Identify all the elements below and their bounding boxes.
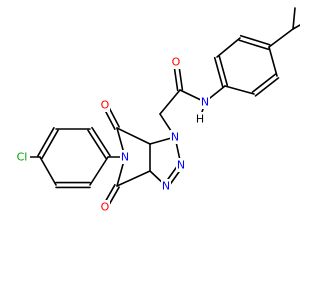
double-bond-a3-a4-a (87, 129, 107, 160)
bond-a6-a1 (39, 156, 57, 186)
atom-label-cl: Cl (17, 151, 28, 164)
atom-label-o_top: O (101, 99, 110, 112)
atom-label-o_bottom: O (101, 201, 110, 214)
atom-mask-n_triazole_2 (176, 158, 186, 172)
double-bond-b3-b4-a (238, 39, 270, 51)
bond-iprCH-me2 (292, 7, 296, 30)
atom-mask-o_amide (171, 55, 181, 69)
bond-b4-b5 (268, 46, 278, 77)
bond-c6-c6a (116, 170, 151, 187)
atom-mask-n_triazole_3 (161, 179, 171, 193)
double-bond-b5-b6-b (254, 77, 280, 97)
bond-a4-a5 (89, 156, 109, 186)
double-bond-b1-b2-b (213, 56, 224, 88)
bond-b6-b1 (224, 85, 255, 95)
atom-mask-n_triazole_1 (170, 130, 180, 144)
bond-b2-b3 (216, 37, 241, 58)
double-bond-a3-a4-b (91, 126, 111, 157)
double-bond-b3-b4-b (239, 34, 271, 46)
atom-label-o_amide: O (172, 56, 181, 69)
atom-mask-o_top (100, 98, 110, 112)
atom-label-n_triazole_3: N (162, 180, 170, 193)
double-bond-a1-a2-a (41, 129, 59, 159)
atom-label-n_imide: N (121, 151, 129, 164)
atom-label-h_amide: H (196, 113, 204, 126)
atom-label-n_amide: N (201, 96, 209, 109)
atom-mask-n_imide (120, 150, 130, 164)
atom-mask-cl (14, 150, 30, 164)
double-bond-a1-a2-b (37, 127, 55, 157)
atom-label-n_triazole_2: N (177, 159, 185, 172)
atom-mask-n_amide (200, 95, 210, 109)
bond-iprCH-me1 (292, 24, 300, 30)
bond-c4-c3a (116, 127, 151, 145)
bond-ch2-c_amide (159, 89, 181, 115)
double-bond-b1-b2-a (218, 55, 229, 87)
atom-label-n_triazole_1: N (171, 131, 179, 144)
double-bond-b5-b6-a (251, 73, 277, 93)
bonds (21, 7, 300, 209)
atom-mask-h_amide (195, 112, 205, 126)
atom-mask-o_bottom (100, 200, 110, 214)
bond-b4-iprCH (268, 28, 294, 48)
